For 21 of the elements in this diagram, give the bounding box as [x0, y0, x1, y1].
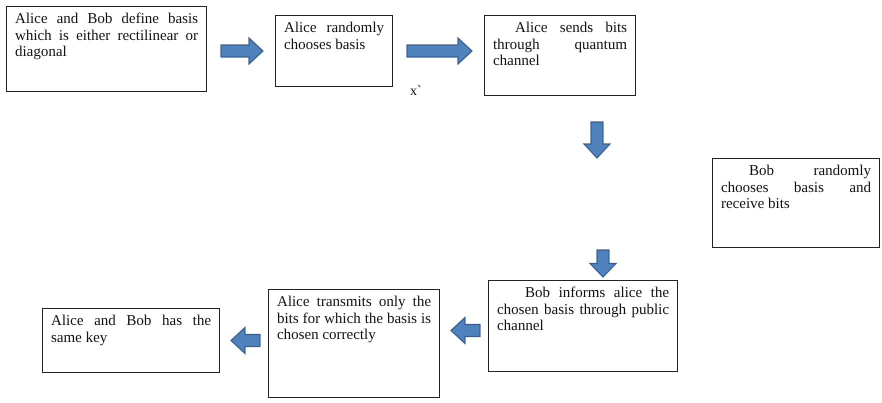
block-arrow: [406, 36, 473, 66]
process-box: [275, 15, 393, 87]
box-text: Alice transmits only the bits for which the basis is chosen correctly: [277, 294, 431, 344]
box-text: Alice and Bob has the same key: [51, 313, 211, 346]
block-arrow: [220, 36, 264, 66]
block-arrow: [230, 326, 261, 355]
block-arrow: [450, 316, 481, 345]
box-text: Alice sends bits through quantum channel: [493, 20, 627, 70]
box-text: Bob informs alice the chosen basis through public channel: [497, 285, 669, 334]
box-text: Bob randomly chooses basis and receive bits: [721, 163, 871, 212]
process-box: [268, 289, 440, 398]
process-box: [6, 6, 207, 92]
process-box: [712, 158, 880, 248]
block-arrow: [588, 249, 618, 278]
process-box: [484, 15, 636, 96]
box-text: Alice randomly chooses basis: [284, 20, 384, 53]
block-arrow: [582, 121, 612, 159]
stray-mark: x`: [410, 84, 422, 100]
process-box: [42, 308, 220, 373]
process-box: [488, 280, 678, 372]
box-text: Alice and Bob define basis which is either rectilinear or diagonal: [15, 11, 198, 60]
